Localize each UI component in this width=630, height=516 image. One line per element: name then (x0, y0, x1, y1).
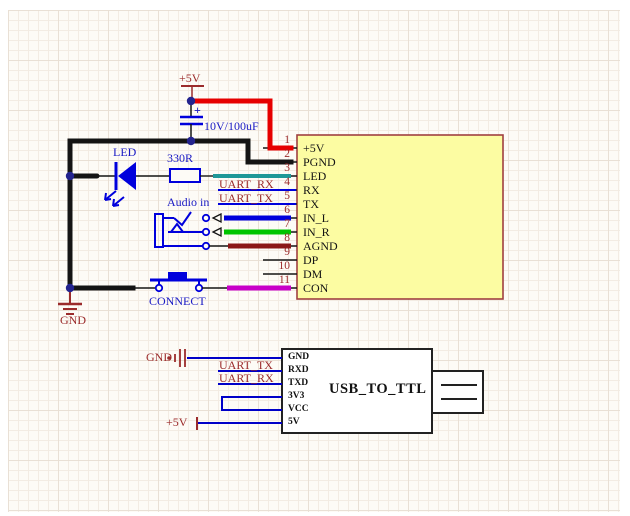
pin-label-dm: DM (303, 267, 323, 281)
pin-label-in-l: IN_L (303, 211, 329, 225)
led-label: LED (113, 145, 137, 159)
pin-number-11: 11 (278, 274, 290, 286)
uart-rx-net-label: UART_RX (219, 177, 274, 191)
pin-label-in-r: IN_R (303, 225, 330, 239)
pin-label-pgnd: PGND (303, 155, 336, 169)
audio-module-body (296, 134, 504, 300)
vcc-wire (188, 98, 294, 151)
connect-label: CONNECT (149, 294, 206, 308)
usb-pin-label-txd: TXD (288, 378, 309, 388)
led-icon (67, 162, 170, 207)
pin-number-9: 9 (284, 246, 290, 258)
usb-pin-label-5v: 5V (288, 417, 300, 427)
pin-number-8: 8 (284, 232, 290, 244)
audio-jack-icon (154, 211, 211, 251)
usb-ttl-module-body (281, 348, 484, 434)
usb-pin-label-3v3: 3V3 (288, 391, 305, 401)
audio-in-label: Audio in (167, 195, 210, 209)
pin-label-rx: RX (303, 183, 320, 197)
pin-number-4: 4 (284, 176, 290, 188)
pin-number-3: 3 (284, 162, 290, 174)
vcc-power-port-icon (181, 85, 204, 99)
gnd-bottom-label: GND (146, 350, 172, 364)
usb-pin-label-vcc: VCC (288, 404, 309, 414)
vcc-top-label: +5V (179, 71, 201, 85)
usb-ttl-wires (187, 357, 282, 424)
input-arrow-icons (211, 212, 222, 238)
capacitor-polarity-label: + (194, 103, 201, 117)
pin-number-7: 7 (284, 218, 290, 230)
junction-dots (65, 96, 196, 293)
uart-tx-net-label-bottom: UART_TX (219, 358, 273, 372)
uart-tx-net-label: UART_TX (219, 191, 273, 205)
gnd-wire (67, 138, 294, 291)
pin-label-dp: DP (303, 253, 319, 267)
pin-label-agnd: AGND (303, 239, 338, 253)
pin-label-con: CON (303, 281, 329, 295)
pin-label-led: LED (303, 169, 327, 183)
vcc-bottom-label: +5V (166, 415, 188, 429)
resistor-value-label: 330R (167, 151, 194, 165)
pin-label-tx: TX (303, 197, 319, 211)
gnd-earth-icon (58, 290, 82, 315)
usb-ttl-title: USB_TO_TTL (329, 381, 427, 397)
capacitor-value-label: 10V/100uF (204, 119, 259, 133)
usb-pin-label-gnd: GND (288, 352, 310, 362)
gnd-top-label: GND (60, 313, 86, 327)
pin-number-10: 10 (278, 260, 291, 272)
pin-number-6: 6 (284, 204, 290, 216)
pin-label-5v: +5V (303, 141, 325, 155)
usb-pin-label-rxd: RXD (288, 365, 309, 375)
pin-number-5: 5 (284, 190, 290, 202)
gnd-power-bar-icon (167, 349, 186, 367)
resistor-icon (169, 168, 213, 183)
pin-number-2: 2 (284, 148, 290, 160)
connect-button-icon (133, 272, 227, 293)
pin-number-1: 1 (284, 134, 290, 146)
uart-rx-net-label-bottom: UART_RX (219, 371, 274, 385)
